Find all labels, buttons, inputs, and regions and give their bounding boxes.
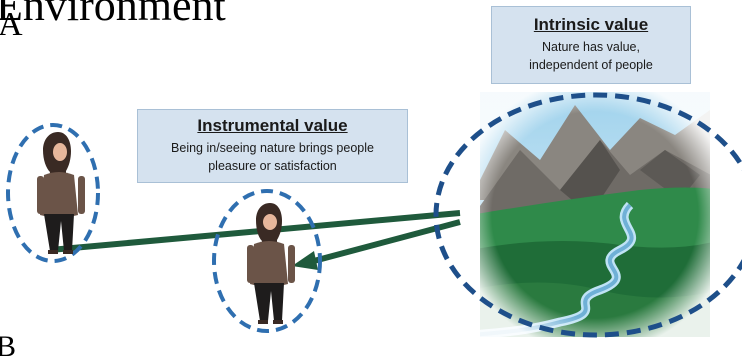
landscape-image: [480, 92, 710, 337]
heading-fragment: Environment: [0, 0, 226, 30]
intrinsic-value-title: Intrinsic value: [533, 15, 649, 34]
person-left-figure: [37, 132, 85, 254]
intrinsic-value-line1: Nature has value,: [542, 40, 640, 54]
person-center-figure: [247, 203, 295, 324]
value-diagram: [6, 92, 742, 338]
instrumental-value-box: Instrumental value Being in/seeing natur…: [137, 109, 408, 183]
circle-person-left: [6, 123, 100, 263]
letter-fragment: A: [0, 6, 23, 43]
intrinsic-value-line2: independent of people: [529, 58, 653, 73]
instrumental-value-line1: Being in/seeing nature brings people: [171, 141, 374, 155]
circle-person-center: [212, 189, 322, 333]
instrumental-value-title: Instrumental value: [197, 116, 348, 135]
circle-nature: [433, 92, 742, 338]
intrinsic-value-box: Intrinsic value Nature has value, indepe…: [491, 6, 691, 84]
instrumental-value-line2: pleasure or satisfaction: [208, 159, 337, 174]
arrow-person-to-nature: [49, 210, 461, 253]
